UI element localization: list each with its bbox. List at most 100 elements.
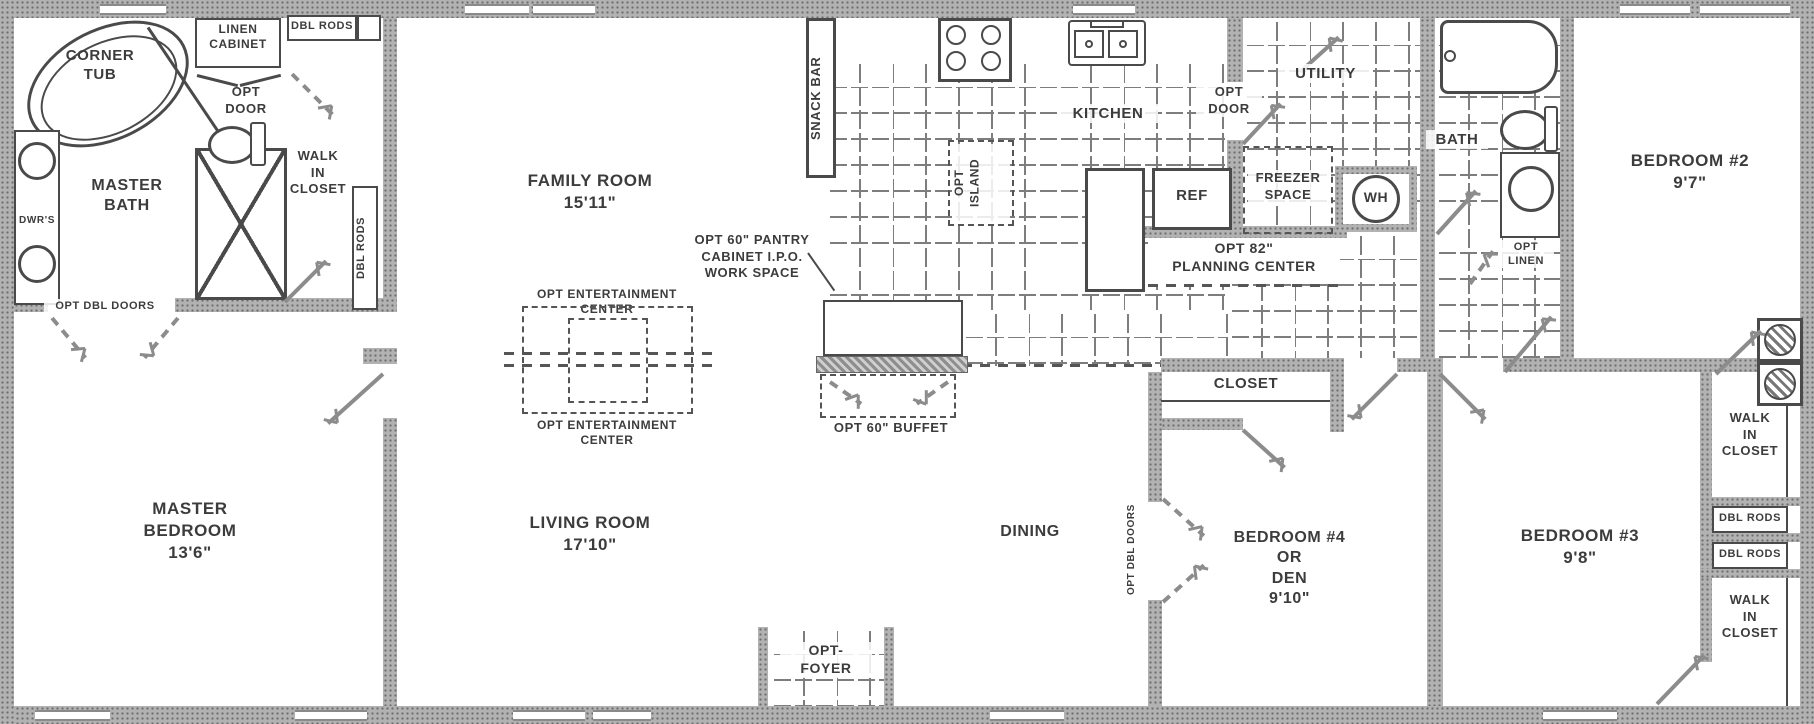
wall-bedroom4-left-a	[1148, 372, 1162, 502]
wall-closet-right	[1330, 358, 1344, 432]
water-heater-icon	[1352, 175, 1400, 223]
burner-icon	[946, 25, 966, 45]
buffet-hatch-bar	[816, 356, 968, 373]
bath-label: BATH	[1426, 130, 1488, 150]
drawers-label: DWR'S	[19, 215, 55, 226]
wall-bedroom3-left	[1427, 358, 1443, 706]
closet-shelf-line	[1161, 400, 1330, 402]
planning-center-dashline	[1148, 284, 1340, 287]
wall-rods-strip2	[1700, 533, 1800, 542]
dining-label: DINING	[1000, 523, 1060, 540]
walk-in-closet-label: WALK IN CLOSET	[1721, 592, 1779, 641]
freezer-space-outline	[1243, 146, 1333, 234]
shelf-circle-icon	[1764, 324, 1796, 356]
window	[1700, 4, 1790, 15]
closet-label: CLOSET	[1192, 374, 1300, 394]
wall-closet-bottom	[1161, 418, 1243, 430]
burner-icon	[981, 25, 1001, 45]
opt-island-outline	[948, 140, 1014, 226]
living-room-label: LIVING ROOM 17'10"	[529, 513, 651, 554]
wall-rods-strip1	[1700, 497, 1800, 506]
door-swing	[1350, 372, 1399, 421]
opt-dbl-doors-label: OPT DBL DOORS	[1126, 504, 1137, 596]
door-swing	[1161, 563, 1206, 604]
window	[35, 710, 110, 721]
opt-door-label: OPT DOOR	[225, 84, 267, 116]
window	[593, 710, 651, 721]
dbl-rods-label: DBL RODS	[290, 20, 354, 32]
toilet-icon	[208, 126, 256, 164]
faucet-icon	[1090, 20, 1124, 28]
opt-door-label: OPT DOOR	[1196, 84, 1262, 118]
linen-cabinet	[195, 18, 281, 68]
drain-icon	[1119, 40, 1127, 48]
master-bedroom-label: MASTER BEDROOM 13'6"	[143, 499, 237, 562]
bathtub-icon	[1440, 20, 1558, 94]
shower-icon	[195, 148, 287, 300]
workspace-cabinet	[1085, 168, 1145, 292]
wall-left	[0, 0, 14, 724]
kitchen-label: KITCHEN	[1058, 104, 1158, 124]
wall-post	[363, 348, 397, 364]
wall-kitchen-utility-a	[1227, 18, 1243, 82]
opt-linen-label: OPT LINEN	[1498, 240, 1554, 269]
linen-cabinet-label: LINEN CABINET	[209, 22, 267, 52]
shelf-circle-icon	[1764, 368, 1796, 400]
wall-rods-strip3	[1700, 569, 1800, 578]
wall-foyer-right	[884, 627, 894, 706]
corner-tub-label: CORNER TUB	[65, 47, 135, 84]
toilet-tank-icon	[250, 122, 266, 166]
wall-bedroom2-bottom	[1503, 358, 1761, 372]
wall-top	[0, 0, 1814, 18]
bedroom2-label: BEDROOM #2 9'7"	[1630, 151, 1750, 192]
wall-bedroom4-left-b	[1148, 600, 1162, 706]
window	[513, 710, 585, 721]
window	[100, 4, 166, 15]
window	[465, 4, 529, 15]
bedroom4-label: BEDROOM #4 OR DEN 9'10"	[1233, 529, 1346, 608]
window	[990, 710, 1064, 721]
wall-closet-column	[1700, 372, 1712, 662]
dbl-rods-box-vertical	[352, 186, 378, 310]
window	[295, 710, 367, 721]
door-swing	[50, 316, 87, 360]
dbl-rods-label: DBL RODS	[1718, 548, 1782, 560]
toilet-tank-icon	[1544, 106, 1558, 152]
walk-in-closet-label: WALK IN CLOSET	[1721, 410, 1779, 459]
entertainment-center-label-bottom: OPT ENTERTAINMENT CENTER	[537, 418, 677, 448]
entertainment-center-dashline	[504, 352, 712, 355]
drain-icon	[1085, 40, 1093, 48]
door-swing	[143, 316, 180, 360]
buffet-outline	[820, 374, 956, 418]
tub-faucet-icon	[1444, 50, 1456, 62]
freezer-space-label: FREEZER SPACE	[1248, 170, 1328, 204]
window	[1073, 4, 1135, 15]
snack-bar-label: SNACK BAR	[808, 56, 823, 140]
dbl-rods-box	[1712, 542, 1788, 569]
window	[1543, 710, 1617, 721]
toilet-icon	[1500, 110, 1550, 150]
wall-bath-bedroom2	[1560, 18, 1574, 358]
door-swing	[283, 259, 328, 304]
pantry-note-label: OPT 60" PANTRY CABINET I.P.O. WORK SPACE	[694, 232, 810, 281]
entertainment-center-outline	[522, 306, 693, 414]
dbl-rods-label: DBL RODS	[355, 216, 367, 280]
window	[533, 4, 595, 15]
planning-center-label: OPT 82" PLANNING CENTER	[1172, 240, 1316, 274]
dbl-rods-box-top	[287, 15, 357, 41]
door-swing	[1438, 372, 1487, 421]
rod-end-box	[357, 15, 381, 41]
dbl-rods-label: DBL RODS	[1718, 512, 1782, 524]
entertainment-center-dashline	[504, 364, 712, 367]
wall-hall-a	[1161, 358, 1330, 372]
window	[1620, 4, 1690, 15]
opt-dbl-doors-label: OPT DBL DOORS	[44, 299, 166, 314]
wall-utility-bath	[1420, 18, 1435, 358]
sink-bowl-icon	[1108, 30, 1138, 58]
wall-bottom	[0, 706, 1814, 724]
tile-floor-hall-lower	[962, 310, 1228, 366]
planning-center-area	[1148, 238, 1340, 284]
wall-familyroom-left	[383, 18, 397, 302]
burner-icon	[946, 51, 966, 71]
